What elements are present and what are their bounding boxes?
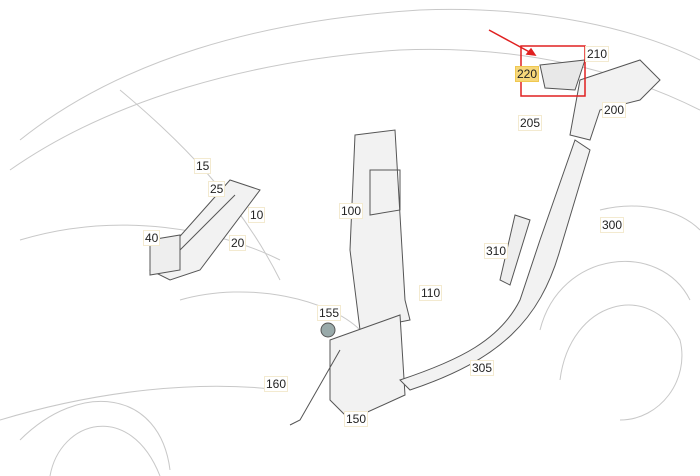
part-label-155[interactable]: 155 bbox=[317, 305, 342, 321]
part-label-40[interactable]: 40 bbox=[143, 230, 161, 246]
part-label-150[interactable]: 150 bbox=[344, 411, 369, 427]
part-label-10[interactable]: 10 bbox=[248, 207, 266, 223]
part-label-310[interactable]: 310 bbox=[484, 243, 509, 259]
part-label-300[interactable]: 300 bbox=[600, 217, 625, 233]
part-label-25[interactable]: 25 bbox=[208, 181, 226, 197]
part-label-20[interactable]: 20 bbox=[229, 235, 247, 251]
part-label-205[interactable]: 205 bbox=[518, 115, 543, 131]
part-label-160[interactable]: 160 bbox=[264, 376, 289, 392]
part-label-15[interactable]: 15 bbox=[194, 158, 212, 174]
part-label-100[interactable]: 100 bbox=[339, 203, 364, 219]
part-label-220[interactable]: 220 bbox=[515, 66, 540, 82]
part-label-210[interactable]: 210 bbox=[585, 46, 610, 62]
part-label-110[interactable]: 110 bbox=[419, 285, 443, 301]
part-label-200[interactable]: 200 bbox=[602, 102, 627, 118]
part-label-305[interactable]: 305 bbox=[470, 360, 495, 376]
